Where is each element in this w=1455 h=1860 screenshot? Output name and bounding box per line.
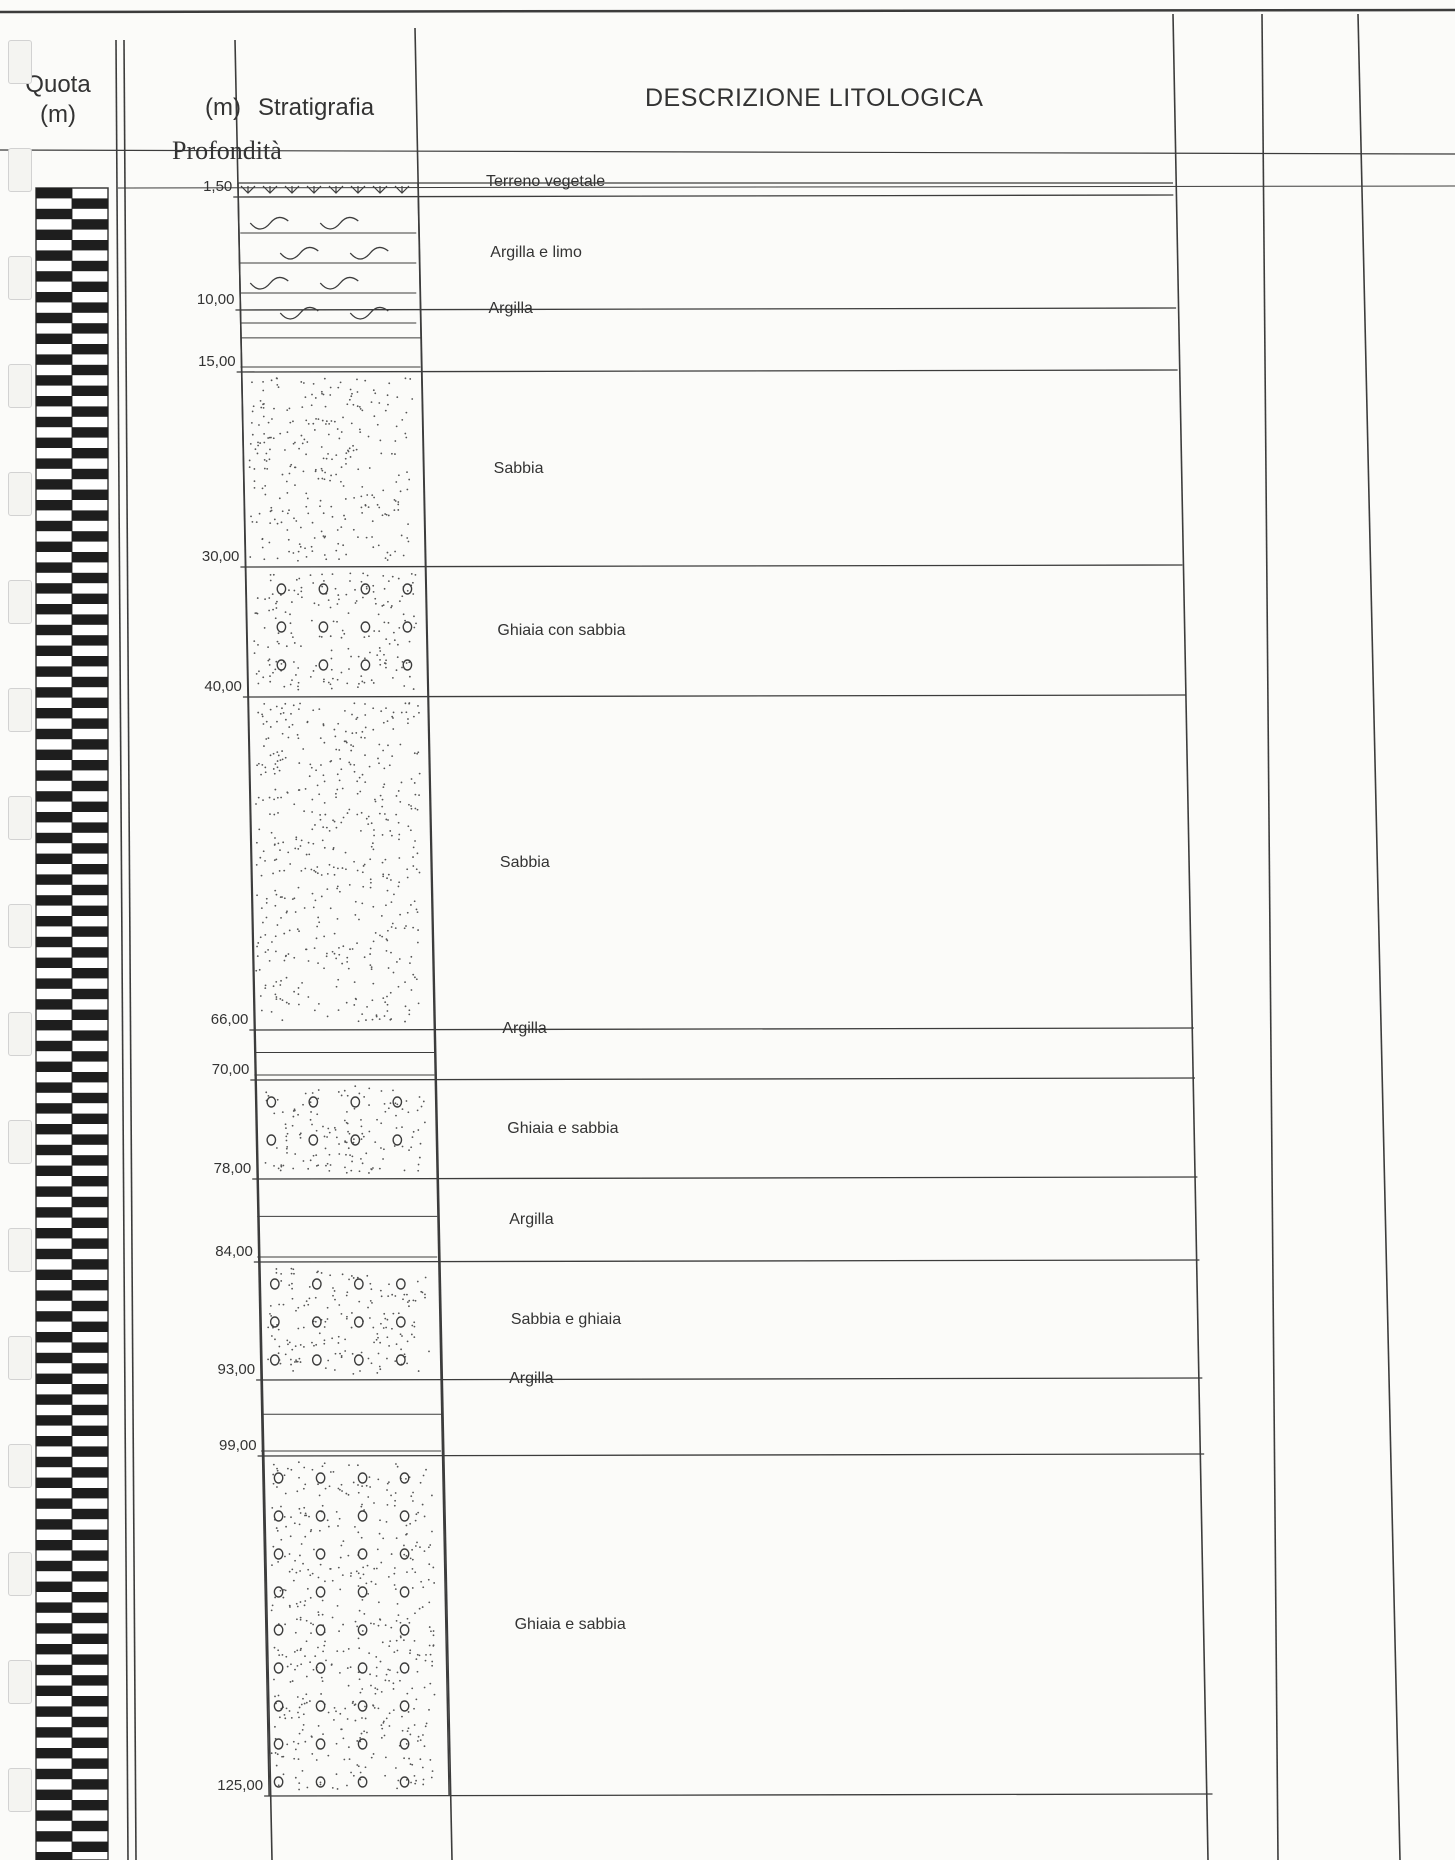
quota-unit: (m)	[12, 100, 104, 130]
punch-hole	[8, 148, 32, 192]
lithology-label: Ghiaia con sabbia	[497, 622, 625, 640]
layer-12	[263, 1456, 1213, 1796]
punch-hole	[8, 256, 32, 300]
punch-hole	[8, 1336, 32, 1380]
depth-label: 99,00	[187, 1437, 257, 1454]
lithology-label: Argilla	[509, 1211, 553, 1229]
depth-label: 30,00	[169, 548, 239, 565]
layer-8	[252, 1080, 1197, 1179]
lithology-label: Ghiaia e sabbia	[515, 1616, 626, 1634]
layer-10	[256, 1262, 1202, 1380]
punch-hole	[8, 904, 32, 948]
layer-3	[237, 310, 1178, 372]
layer-4	[240, 372, 1182, 567]
depth-label: 70,00	[179, 1061, 249, 1078]
depth-label: 10,00	[164, 291, 234, 308]
depth-label: 15,00	[166, 353, 236, 370]
lithology-label: Sabbia	[494, 460, 544, 478]
punch-hole	[8, 1120, 32, 1164]
punch-hole	[8, 364, 32, 408]
depth-label: 78,00	[181, 1160, 251, 1177]
punch-hole	[8, 1444, 32, 1488]
punch-hole	[8, 1660, 32, 1704]
punch-hole	[8, 1012, 32, 1056]
punch-hole	[8, 472, 32, 516]
lithology-label: Argilla e limo	[490, 244, 582, 262]
punch-hole	[8, 40, 32, 84]
lithology-label: Sabbia	[500, 854, 550, 872]
layer-5	[243, 567, 1186, 697]
layer-2	[235, 197, 1176, 323]
punch-hole	[8, 580, 32, 624]
layer-9	[254, 1179, 1200, 1262]
depth-label: 40,00	[172, 678, 242, 695]
layer-7	[250, 1030, 1195, 1080]
layer-1	[233, 183, 1173, 197]
lithology-label: Terreno vegetale	[486, 173, 605, 191]
lithology-label: Argilla	[488, 300, 532, 318]
stratigraphy-header: Stratigrafia	[258, 94, 374, 122]
depth-unit-label: (m)	[205, 94, 241, 122]
punch-hole	[8, 1228, 32, 1272]
lithology-label: Argilla	[509, 1370, 553, 1388]
depth-label: 84,00	[183, 1243, 253, 1260]
depth-label: 93,00	[185, 1361, 255, 1378]
depth-label: 1,50	[162, 178, 232, 195]
layer-11	[258, 1380, 1205, 1456]
punch-hole	[8, 1768, 32, 1812]
punch-hole	[8, 1552, 32, 1596]
punch-hole	[8, 688, 32, 732]
depth-label: 125,00	[193, 1777, 263, 1794]
layer-6	[248, 697, 1194, 1030]
depth-label: 66,00	[178, 1011, 248, 1028]
lithological-description-header: DESCRIZIONE LITOLOGICA	[645, 84, 983, 113]
lithology-label: Sabbia e ghiaia	[511, 1311, 621, 1329]
lithology-label: Argilla	[502, 1020, 546, 1038]
punch-hole	[8, 796, 32, 840]
depth-header: Profondità	[172, 136, 282, 166]
lithology-label: Ghiaia e sabbia	[507, 1120, 618, 1138]
